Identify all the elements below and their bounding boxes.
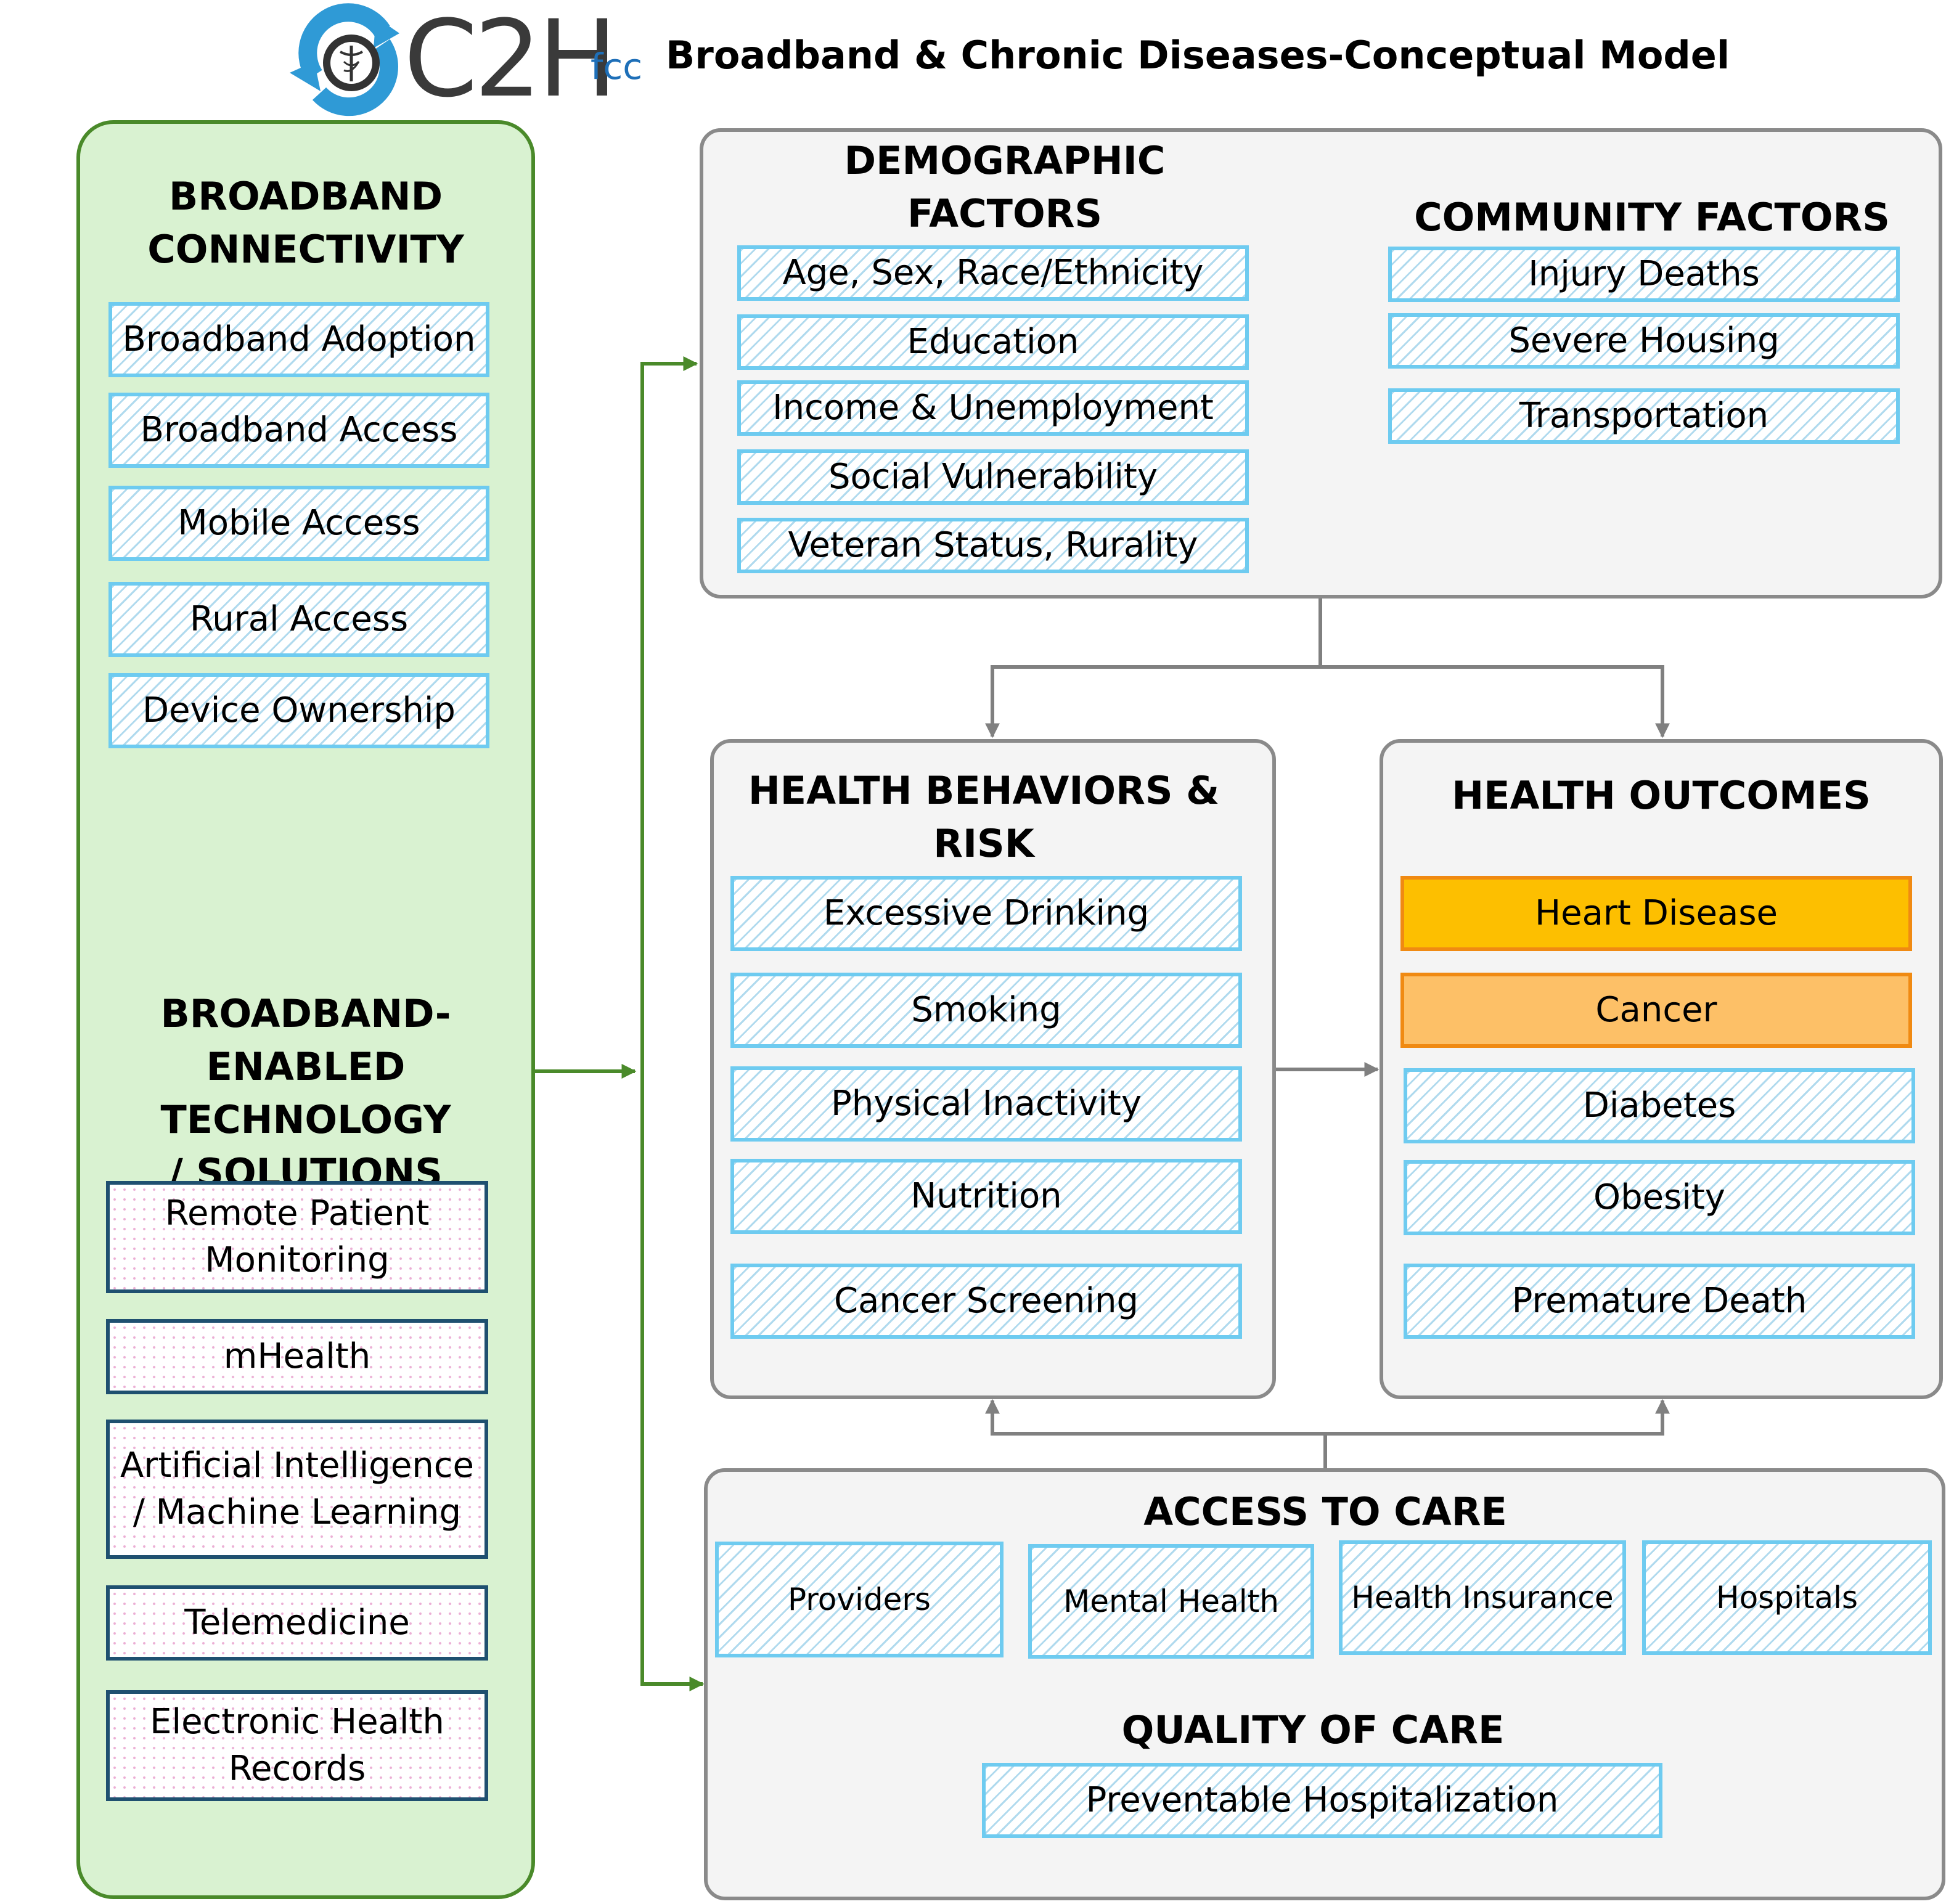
health-behavior-item: Nutrition bbox=[730, 1159, 1242, 1234]
health-outcome-item: Premature Death bbox=[1404, 1264, 1915, 1339]
demographic-factors-heading: DEMOGRAPHIC FACTORS bbox=[844, 138, 1166, 236]
connectivity-item: Mobile Access bbox=[108, 486, 489, 561]
access-care-item: Health Insurance bbox=[1339, 1540, 1626, 1655]
community-factors-heading: COMMUNITY FACTORS bbox=[1414, 195, 1890, 240]
quality-of-care-heading: QUALITY OF CARE bbox=[1121, 1707, 1505, 1752]
access-care-item: Hospitals bbox=[1642, 1540, 1932, 1655]
cancer-item: Cancer bbox=[1400, 973, 1912, 1048]
health-outcome-item: Obesity bbox=[1404, 1160, 1915, 1235]
access-care-item: Providers bbox=[715, 1542, 1004, 1657]
access-care-item: Mental Health bbox=[1028, 1544, 1314, 1659]
arrow-top-to-behaviors bbox=[985, 665, 1320, 738]
arrow-top-to-outcomes bbox=[1320, 665, 1670, 738]
community-item: Injury Deaths bbox=[1388, 247, 1900, 302]
community-item: Severe Housing bbox=[1388, 313, 1900, 369]
connectivity-item: Device Ownership bbox=[108, 673, 489, 748]
c2h-logo: C2H fcc bbox=[290, 0, 643, 121]
demographic-item: Income & Unemployment bbox=[737, 380, 1249, 436]
arrow-bottom-to-behaviors bbox=[985, 1399, 1325, 1436]
solution-item: mHealth bbox=[106, 1319, 488, 1394]
page-title: Broadband & Chronic Diseases-Conceptual … bbox=[666, 33, 1730, 78]
access-to-care-heading: ACCESS TO CARE bbox=[1143, 1489, 1507, 1534]
connectivity-item: Rural Access bbox=[108, 582, 489, 657]
demographic-item: Veteran Status, Rurality bbox=[737, 518, 1249, 573]
solution-item: Artificial Intelligence / Machine Learni… bbox=[106, 1420, 488, 1559]
solution-item: Remote Patient Monitoring bbox=[106, 1181, 488, 1293]
demographic-item: Social Vulnerability bbox=[737, 449, 1249, 505]
demographic-item: Age, Sex, Race/Ethnicity bbox=[737, 245, 1249, 301]
broadband-connectivity-heading: BROADBAND CONNECTIVITY bbox=[147, 174, 464, 272]
solution-item: Electronic Health Records bbox=[106, 1690, 488, 1801]
health-behavior-item: Cancer Screening bbox=[730, 1264, 1242, 1339]
heart-disease-item: Heart Disease bbox=[1400, 876, 1912, 951]
health-outcomes-heading: HEALTH OUTCOMES bbox=[1452, 773, 1871, 818]
connectivity-item: Broadband Access bbox=[108, 393, 489, 468]
health-behavior-item: Smoking bbox=[730, 973, 1242, 1048]
connectivity-item: Broadband Adoption bbox=[108, 302, 489, 377]
demographic-item: Education bbox=[737, 314, 1249, 370]
health-behavior-item: Physical Inactivity bbox=[730, 1066, 1242, 1142]
logo-text: C2H bbox=[404, 0, 618, 121]
community-item: Transportation bbox=[1388, 388, 1900, 444]
caduceus-logo-icon bbox=[290, 3, 399, 116]
health-outcome-item: Diabetes bbox=[1404, 1068, 1915, 1143]
logo-suffix: fcc bbox=[591, 46, 643, 88]
solution-item: Telemedicine bbox=[106, 1585, 488, 1661]
health-behavior-item: Excessive Drinking bbox=[730, 876, 1242, 951]
broadband-solutions-heading: BROADBAND- ENABLED TECHNOLOGY / SOLUTION… bbox=[160, 991, 451, 1195]
arrow-bottom-to-outcomes bbox=[1325, 1399, 1670, 1436]
quality-care-item: Preventable Hospitalization bbox=[982, 1763, 1662, 1838]
